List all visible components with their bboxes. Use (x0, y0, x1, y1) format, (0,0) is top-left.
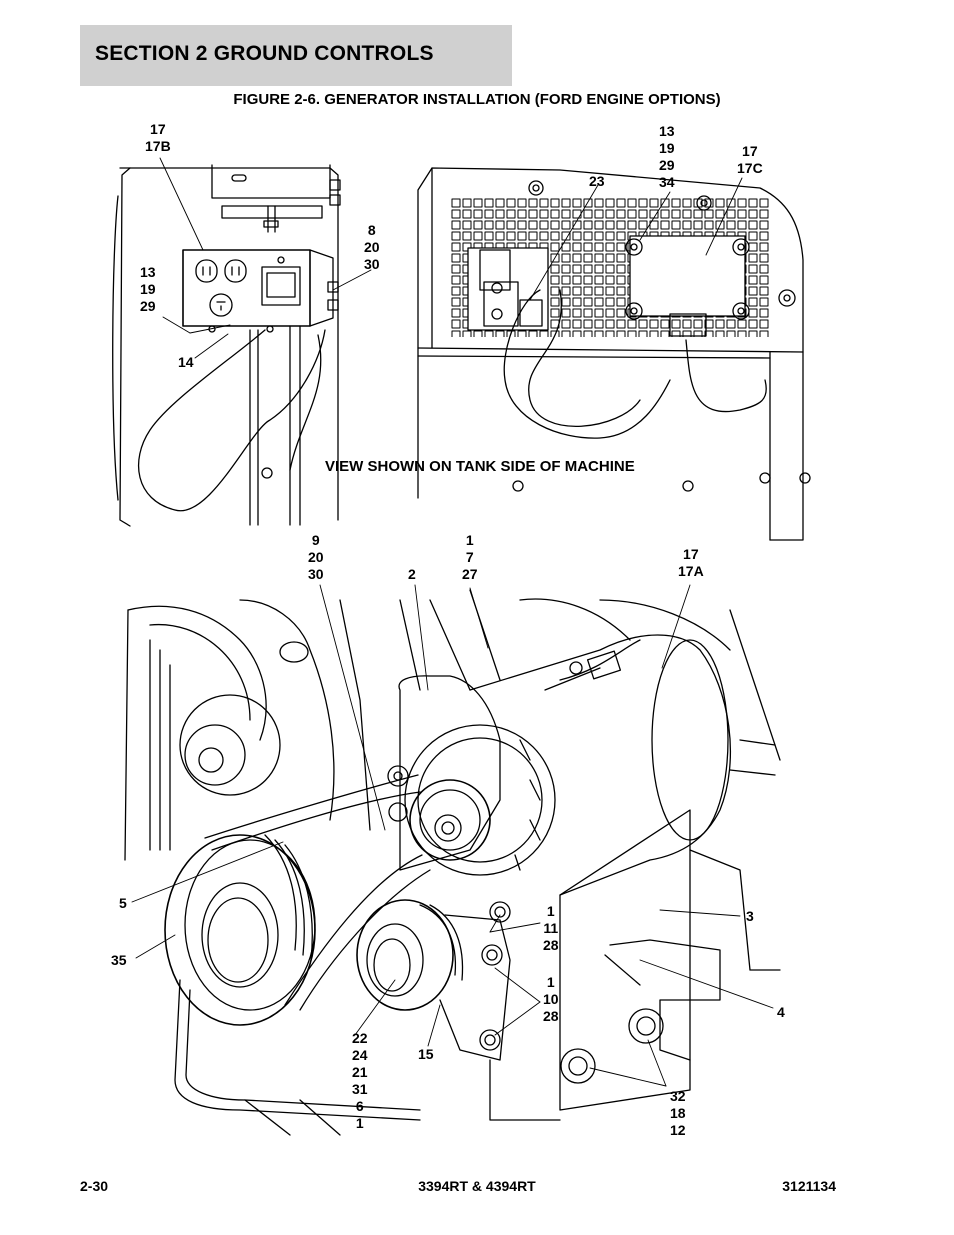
callout-8-20-30: 8 20 30 (364, 222, 380, 272)
callout-35: 35 (111, 952, 127, 968)
callout-15: 15 (418, 1046, 434, 1062)
callout-14: 14 (178, 354, 194, 370)
callout-13-19-29-34: 13 19 29 34 (659, 123, 675, 190)
callout-3: 3 (746, 908, 754, 924)
callout-9-20-30: 9 20 30 (308, 532, 324, 582)
callout-17-17c: 17 17C (737, 143, 763, 176)
callout-1-7-27: 1 7 27 (462, 532, 478, 582)
section-title: SECTION 2 GROUND CONTROLS (95, 42, 434, 65)
callout-17-17a: 17 17A (678, 546, 704, 579)
tank-side-view (417, 167, 811, 541)
callout-17-17b: 17 17B (145, 121, 171, 154)
outlet-box-view (112, 164, 341, 527)
callout-13-19-29: 13 19 29 (140, 264, 156, 314)
callout-1-10-28: 1 10 28 (543, 974, 559, 1024)
callout-32-18-12: 32 18 12 (670, 1088, 686, 1138)
leader-lines (131, 157, 774, 1087)
figure-title: FIGURE 2-6. GENERATOR INSTALLATION (FORD… (233, 91, 721, 108)
part-number: 3121134 (782, 1178, 836, 1194)
callout-1-11-28: 1 11 28 (543, 903, 559, 953)
callout-22-24-21-31-6-1: 22 24 21 31 6 1 (352, 1030, 368, 1131)
callout-5: 5 (119, 895, 127, 911)
callout-23: 23 (589, 173, 605, 189)
callout-4: 4 (777, 1004, 785, 1020)
model-name: 3394RT & 4394RT (418, 1178, 536, 1194)
page-number: 2-30 (80, 1178, 109, 1194)
callout-2: 2 (408, 566, 416, 582)
view-note: VIEW SHOWN ON TANK SIDE OF MACHINE (325, 458, 635, 475)
engine-generator-view (124, 589, 781, 1136)
section-header-box (80, 25, 512, 86)
